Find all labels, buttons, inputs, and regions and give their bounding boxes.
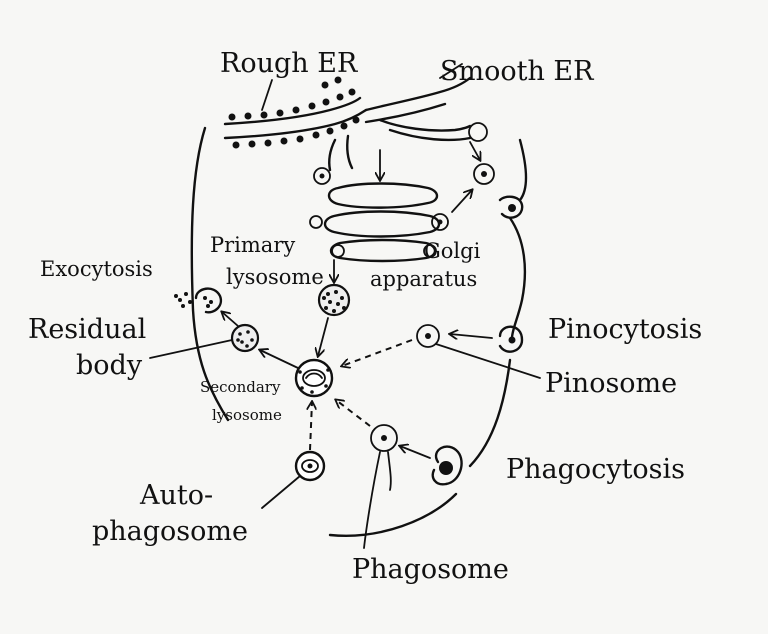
label-rough-er: Rough ER — [220, 48, 358, 79]
autophagosome — [261, 402, 326, 509]
residual-body — [149, 312, 299, 369]
label-golgi-2: apparatus — [370, 267, 477, 291]
phagosome-path — [336, 400, 463, 549]
rough-er — [223, 76, 368, 149]
pinosome-path — [342, 324, 541, 379]
smooth-er — [313, 63, 488, 185]
label-phagocytosis: Phagocytosis — [506, 454, 685, 485]
secondary-lysosome — [294, 317, 334, 398]
secretory-vesicle — [498, 195, 524, 219]
label-smooth-er: Smooth ER — [440, 56, 594, 87]
label-pinosome: Pinosome — [545, 368, 677, 399]
label-primary-lysosome-1: Primary — [210, 233, 295, 257]
label-residual-1: Residual — [28, 314, 146, 345]
label-autophagosome-1: Auto- — [139, 480, 213, 511]
label-phagosome: Phagosome — [352, 554, 509, 585]
label-golgi-1: Golgi — [424, 239, 481, 263]
exocytosis-vesicle — [174, 287, 223, 314]
golgi-apparatus — [309, 163, 495, 263]
primary-lysosome — [317, 259, 351, 317]
label-exocytosis: Exocytosis — [40, 257, 153, 281]
cell-membrane — [190, 126, 528, 537]
label-secondary-1: Secondary — [200, 378, 281, 396]
label-pinocytosis: Pinocytosis — [548, 314, 702, 345]
label-primary-lysosome-2: lysosome — [226, 265, 324, 289]
label-residual-2: body — [76, 350, 143, 381]
label-autophagosome-2: phagosome — [92, 516, 248, 547]
label-secondary-2: lysosome — [212, 406, 282, 424]
